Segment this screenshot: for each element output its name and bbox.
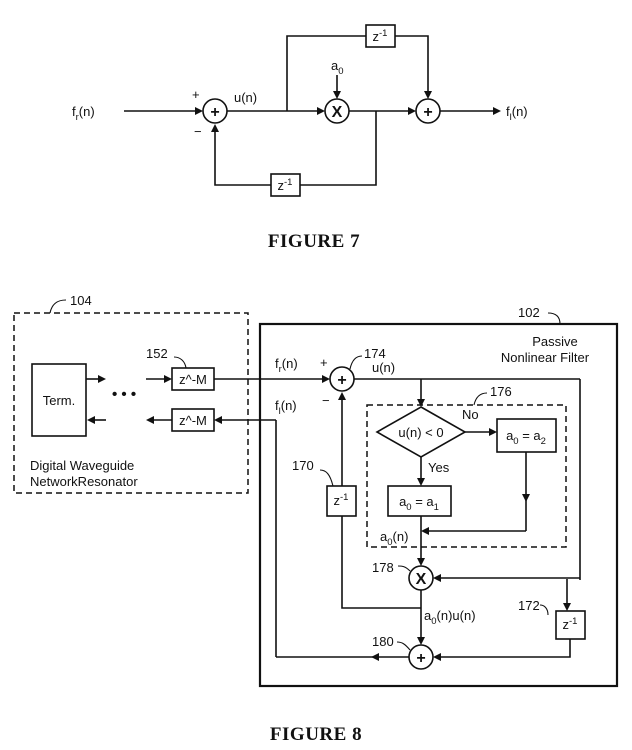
figure-7: fr​(n) + − + u(n) z-1​ a0​ X + fl​(n <box>72 24 528 252</box>
filter-title-line2: Nonlinear Filter <box>501 350 590 365</box>
fig8-caption: FIGURE 8 <box>270 724 362 745</box>
wg-arrow <box>87 416 95 424</box>
delay-172 <box>555 610 586 640</box>
fig7-arrow <box>317 107 325 115</box>
adder-180-leader <box>396 641 411 651</box>
figure-8: 104 Term. • • • z^-M z^-M 152 Digital Wa… <box>13 293 619 745</box>
filter-title-line1: Passive <box>532 334 578 349</box>
yes-arrow <box>417 478 425 486</box>
assign-a2-label: a0​ = a2​ <box>506 428 546 447</box>
u-label: u(n) <box>372 360 395 375</box>
no-label: No <box>462 407 479 422</box>
delay-ref-leader <box>173 356 187 369</box>
a0n-arrow <box>417 558 425 566</box>
fig7-delay-top-label: z-1​ <box>373 28 388 44</box>
terminator-block <box>31 363 87 437</box>
multiplier-178-symbol: X <box>416 571 427 588</box>
waveguide-title-line1: Digital Waveguide <box>30 458 134 473</box>
fig7-delay-bottom-label: z-1​ <box>278 177 293 193</box>
fig7-arrow <box>408 107 416 115</box>
u-arrow <box>417 399 425 407</box>
wg-arrow <box>98 375 106 383</box>
adder-174-leader <box>349 355 363 370</box>
adder-180-symbol: + <box>416 650 425 667</box>
fig7-arrow <box>195 107 203 115</box>
fig7-adder-2-symbol: + <box>423 104 432 121</box>
u-mult-arrow <box>433 574 441 582</box>
control-ref: 176 <box>490 384 512 399</box>
fig7-caption: FIGURE 7 <box>268 231 360 252</box>
waveguide-title-line2: NetworkResonator <box>30 474 138 489</box>
delay-172-leader <box>539 604 549 616</box>
fig7-arrow <box>424 91 432 99</box>
fr-label: fr​(n) <box>275 356 298 375</box>
delay-zm-top-label: z^-M <box>179 372 207 387</box>
assign-a1-label: a0​ = a1​ <box>399 494 439 513</box>
fig7-input-label: fr​(n) <box>72 104 95 123</box>
fig7-feedback-wire-2 <box>214 128 271 186</box>
assign-a2-block <box>496 418 557 453</box>
fig7-bypass-wire <box>286 35 366 111</box>
waveguide-ref: 104 <box>70 293 92 308</box>
fl-label: fl​(n) <box>275 398 297 417</box>
feedback-wire <box>341 512 421 609</box>
delay-172-out-wire <box>438 639 571 658</box>
fig7-output-label: fl​(n) <box>506 104 528 123</box>
filter-ref-leader <box>547 312 561 325</box>
filter-minus-sign: − <box>322 393 330 408</box>
waveguide-ref-leader <box>49 299 67 314</box>
feedback-arrow-2 <box>338 392 346 400</box>
fig7-minus-sign: − <box>194 124 202 139</box>
waveguide-block <box>13 312 249 494</box>
control-block <box>366 404 567 548</box>
yes-label: Yes <box>428 460 450 475</box>
adder-180-ref: 180 <box>372 634 394 649</box>
decision-text: u(n) < 0 <box>398 425 443 440</box>
fig7-coef-label: a0​ <box>331 58 344 77</box>
delay-170-label: z-1​ <box>334 492 349 508</box>
product-arrow <box>417 637 425 645</box>
wg-arrow <box>146 416 154 424</box>
adder-174-symbol: + <box>337 372 346 389</box>
a2-join-arrow <box>421 527 429 535</box>
multiplier-178-ref: 178 <box>372 560 394 575</box>
adder-174-ref: 174 <box>364 346 386 361</box>
ellipsis: • • • <box>112 386 136 403</box>
delay-170-ref: 170 <box>292 458 314 473</box>
fr-arrow <box>322 375 330 383</box>
delay-172-out-arrow <box>433 653 441 661</box>
filter-block <box>258 322 619 688</box>
delay-zm-bottom-label: z^-M <box>179 413 207 428</box>
u-delay-arrow <box>563 603 571 611</box>
fig7-bypass-wire-2 <box>395 35 429 95</box>
delay-172-ref: 172 <box>518 598 540 613</box>
fig7-arrow <box>211 124 219 132</box>
wg-arrow <box>164 375 172 383</box>
delay-ref: 152 <box>146 346 168 361</box>
fig7-feedback-wire <box>300 111 377 186</box>
fl-arrow <box>371 653 379 661</box>
terminator-label: Term. <box>43 393 76 408</box>
fig7-plus-sign: + <box>192 87 200 102</box>
assign-a1-block <box>387 485 452 517</box>
filter-ref: 102 <box>518 305 540 320</box>
fig7-arrow <box>333 91 341 99</box>
delay-172-label: z-1​ <box>563 616 578 632</box>
product-label: a0​(n)u(n) <box>424 608 476 627</box>
fig7-multiplier-symbol: X <box>332 104 343 121</box>
delay-170-leader <box>319 469 334 487</box>
filter-plus-sign: + <box>320 355 328 370</box>
fig7-u-label: u(n) <box>234 90 257 105</box>
fig7-arrow <box>493 107 501 115</box>
mult-178-leader <box>397 565 411 572</box>
control-ref-leader <box>473 392 488 406</box>
a0n-label: a0​(n) <box>380 529 408 548</box>
fl-wg-arrow <box>214 416 222 424</box>
no-arrow <box>489 428 497 436</box>
fig7-adder-1-symbol: + <box>210 104 219 121</box>
a2-arrow <box>522 494 530 502</box>
